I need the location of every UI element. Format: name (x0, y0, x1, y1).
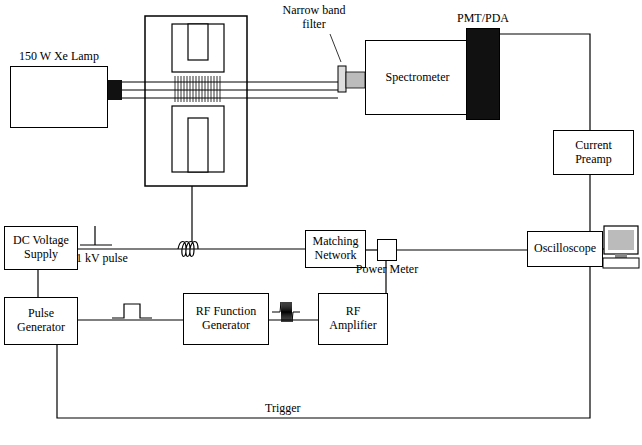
entrance-slit (346, 72, 365, 88)
function-generator-box: RF Function Generator (183, 293, 269, 345)
pulse-symbol (80, 226, 112, 245)
plasma-chamber (145, 16, 247, 186)
light-beam (122, 82, 338, 98)
wire-connector (78, 319, 183, 320)
node-text: Spectrometer (383, 71, 453, 85)
wire-connector (397, 249, 527, 250)
node-text: Pulse Generator (5, 307, 77, 335)
node-text: Current Preamp (554, 139, 633, 167)
node-text: Power Meter (356, 263, 418, 277)
preamp-box: Current Preamp (553, 130, 634, 175)
wire-connector (37, 270, 38, 297)
amplifier-box: RF Amplifier (318, 293, 388, 345)
electrode-wire (191, 186, 192, 242)
computer-monitor (604, 226, 638, 254)
power-supply-box: DC Voltage Supply (4, 226, 78, 270)
node-text: Matching Network (306, 235, 365, 263)
electrode-slot (188, 24, 208, 60)
power-meter-box: Power Meter (377, 239, 397, 261)
node-text: DC Voltage Supply (5, 234, 77, 262)
pulse-generator-box: Pulse Generator (4, 297, 78, 345)
computer-keyboard (603, 258, 639, 268)
node-text: RF Amplifier (319, 305, 387, 333)
wire-connector (500, 34, 590, 130)
electrode-slot (188, 118, 208, 172)
bottom-electrode (172, 106, 224, 172)
rf-burst-symbol (272, 302, 300, 322)
edge-label: Trigger (265, 402, 301, 416)
annotation-label: Narrow band filter (282, 4, 346, 32)
lamp-nozzle (108, 80, 122, 100)
wire-connector (78, 248, 305, 249)
filter (338, 66, 346, 92)
computer-stand (615, 254, 627, 258)
node-text: Oscilloscope (531, 242, 599, 256)
inductor-coil (178, 242, 198, 257)
wire-connector (366, 249, 377, 250)
node-text: RF Function Generator (184, 305, 268, 333)
oscilloscope-box: Oscilloscope (527, 231, 603, 267)
detector-box: PMT/PDA (466, 28, 500, 120)
annotation-label: 1 kV pulse (76, 252, 156, 266)
lamp-box: 150 W Xe Lamp (10, 66, 108, 128)
wire-connector (57, 267, 590, 418)
computer-screen (608, 230, 634, 250)
node-text: PMT/PDA (457, 12, 509, 26)
leader-line (330, 34, 341, 62)
spectrometer-box: Spectrometer (365, 40, 470, 115)
node-text: 150 W Xe Lamp (19, 50, 99, 64)
wire-connector (589, 175, 590, 231)
gate-pulse-symbol (112, 304, 152, 318)
wire-connector (269, 319, 318, 320)
top-electrode (172, 24, 224, 72)
